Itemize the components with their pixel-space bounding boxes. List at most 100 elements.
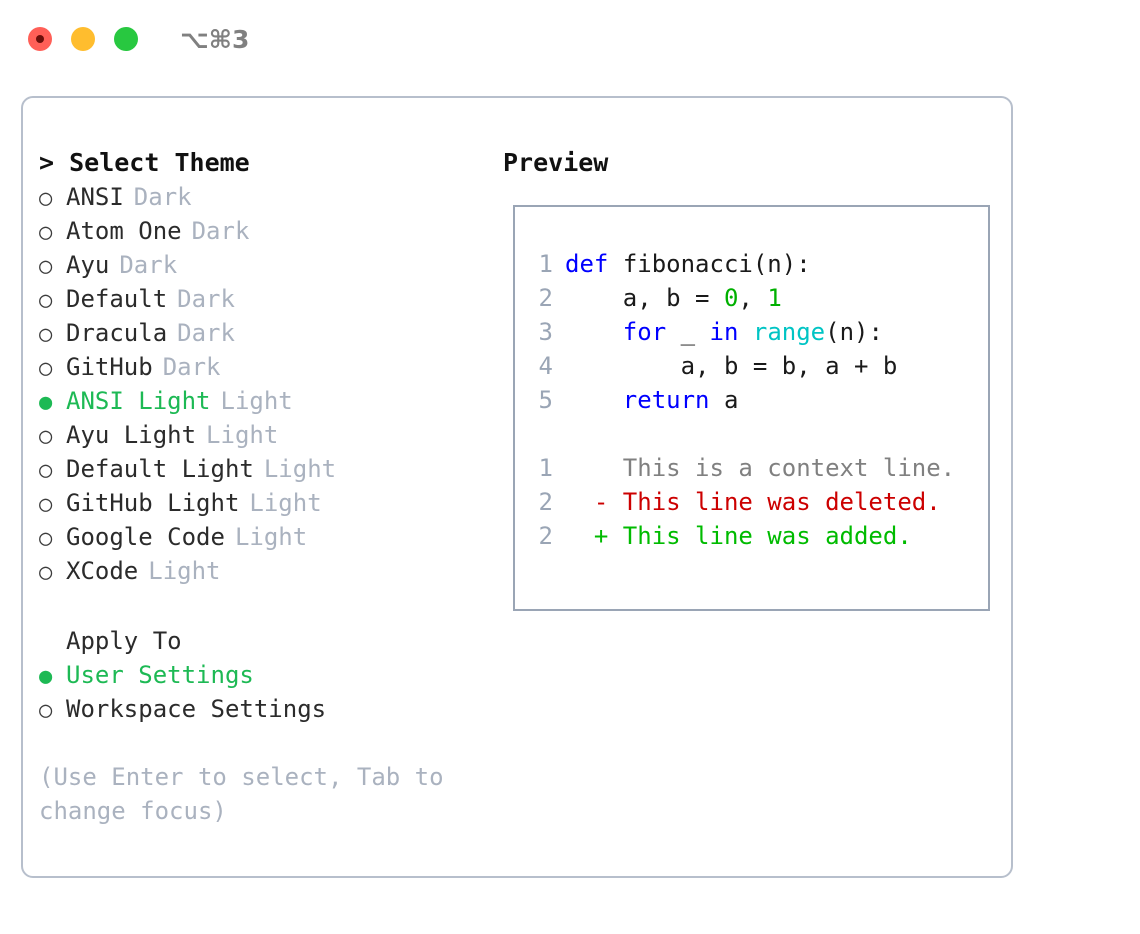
maximize-button[interactable] xyxy=(114,27,138,51)
theme-variant-label: Light xyxy=(249,489,322,517)
theme-option-row[interactable]: ○ Ayu Dark xyxy=(39,248,503,282)
theme-option-row[interactable]: ○ Dracula Dark xyxy=(39,316,503,350)
radio-unselected-icon[interactable]: ○ xyxy=(39,186,53,211)
theme-variant-label: Dark xyxy=(119,251,178,279)
theme-variant-label: Dark xyxy=(191,217,250,245)
theme-variant-label: Light xyxy=(148,557,221,585)
theme-name-label: Default xyxy=(66,285,168,313)
line-number: 2 xyxy=(538,488,553,516)
theme-option-row[interactable]: ○ Ayu Light Light xyxy=(39,418,503,452)
theme-name-label: ANSI xyxy=(66,183,124,211)
code-token: a, b = b, a + b xyxy=(565,352,898,380)
line-number: 3 xyxy=(538,318,553,346)
theme-variant-label: Light xyxy=(234,523,308,551)
code-token: in xyxy=(709,318,739,346)
radio-unselected-icon[interactable]: ○ xyxy=(39,698,53,723)
apply-to-list[interactable]: ● User Settings ○Workspace Settings xyxy=(39,658,503,726)
window-controls xyxy=(28,27,138,51)
select-theme-heading: > Select Theme xyxy=(39,148,250,177)
radio-unselected-icon[interactable]: ○ xyxy=(39,424,53,449)
code-line: 5 return a xyxy=(529,383,988,417)
line-number: 5 xyxy=(538,386,553,414)
line-number: 2 xyxy=(538,522,553,550)
apply-to-label: User Settings xyxy=(66,661,254,689)
diff-sample: 1 This is a context line. 2 - This line w… xyxy=(529,451,988,553)
code-token: return xyxy=(622,386,710,414)
diff-sign: + xyxy=(565,522,623,550)
radio-unselected-icon[interactable]: ○ xyxy=(39,492,53,517)
radio-unselected-icon[interactable]: ○ xyxy=(39,254,53,279)
theme-option-row[interactable]: ○ Atom One Dark xyxy=(39,214,503,248)
theme-name-label: Default Light xyxy=(66,455,254,483)
diff-line: 2 + This line was added. xyxy=(529,519,988,553)
apply-to-heading: Apply To xyxy=(66,627,182,655)
theme-name-label: Ayu xyxy=(66,251,110,279)
close-button[interactable] xyxy=(28,27,52,51)
spacer xyxy=(529,417,988,451)
theme-name-label: XCode xyxy=(66,557,139,585)
theme-variant-label: Light xyxy=(263,455,337,483)
code-token xyxy=(565,386,623,414)
code-token xyxy=(565,318,623,346)
apply-to-option-row[interactable]: ○Workspace Settings xyxy=(39,692,503,726)
radio-unselected-icon[interactable]: ○ xyxy=(39,220,53,245)
line-number: 1 xyxy=(538,454,553,482)
theme-name-label: GitHub xyxy=(66,353,153,381)
diff-sign xyxy=(565,454,623,482)
apply-to-option-row[interactable]: ● User Settings xyxy=(39,658,503,692)
code-token: , xyxy=(738,284,768,312)
line-number: 1 xyxy=(538,250,553,278)
radio-unselected-icon[interactable]: ○ xyxy=(39,322,53,347)
theme-option-row[interactable]: ● ANSI Light Light xyxy=(39,384,503,418)
code-line: 3 for _ in range(n): xyxy=(529,315,988,349)
theme-option-row[interactable]: ○ GitHub Light Light xyxy=(39,486,503,520)
theme-variant-label: Dark xyxy=(177,285,235,313)
radio-unselected-icon[interactable]: ○ xyxy=(39,288,53,313)
radio-selected-icon[interactable]: ● xyxy=(39,390,53,415)
code-token: 0 xyxy=(723,284,739,312)
code-token: range xyxy=(752,318,826,346)
diff-text: This is a context line. xyxy=(622,454,956,482)
diff-text: This line was added. xyxy=(622,522,912,550)
code-token xyxy=(738,318,752,346)
theme-option-row[interactable]: ○ Default Dark xyxy=(39,282,503,316)
theme-name-label: GitHub Light xyxy=(66,489,240,517)
radio-unselected-icon[interactable]: ○ xyxy=(39,526,53,551)
theme-option-row[interactable]: ○ Google Code Light xyxy=(39,520,503,554)
radio-unselected-icon[interactable]: ○ xyxy=(39,560,53,585)
preview-heading: Preview xyxy=(503,148,609,177)
theme-variant-label: Dark xyxy=(177,319,235,347)
code-token: a, b = xyxy=(565,284,724,312)
theme-option-row[interactable]: ○ Default Light Light xyxy=(39,452,503,486)
theme-name-label: ANSI Light xyxy=(66,387,211,415)
code-token: for xyxy=(622,318,667,346)
keyboard-hint-text: (Use Enter to select, Tab to change focu… xyxy=(39,763,459,825)
theme-name-label: Google Code xyxy=(66,523,225,551)
code-token xyxy=(608,250,622,278)
radio-unselected-icon[interactable]: ○ xyxy=(39,356,53,381)
theme-variant-label: Light xyxy=(220,387,293,415)
theme-variant-label: Light xyxy=(206,421,279,449)
radio-selected-icon[interactable]: ● xyxy=(39,664,53,689)
theme-variant-label: Dark xyxy=(133,183,192,211)
theme-name-label: Atom One xyxy=(66,217,182,245)
diff-sign: - xyxy=(565,488,623,516)
radio-unselected-icon[interactable]: ○ xyxy=(39,458,53,483)
theme-name-label: Dracula xyxy=(66,319,168,347)
theme-option-row[interactable]: ○ XCode Light xyxy=(39,554,503,588)
minimize-button[interactable] xyxy=(71,27,95,51)
code-line: 4 a, b = b, a + b xyxy=(529,349,988,383)
line-number: 4 xyxy=(538,352,553,380)
diff-text: This line was deleted. xyxy=(622,488,941,516)
code-token: a xyxy=(709,386,739,414)
theme-option-row[interactable]: ○ ANSI Dark xyxy=(39,180,503,214)
code-token: def xyxy=(565,250,609,278)
titlebar: ⌥⌘3 xyxy=(0,0,1140,78)
theme-name-label: Ayu Light xyxy=(66,421,197,449)
